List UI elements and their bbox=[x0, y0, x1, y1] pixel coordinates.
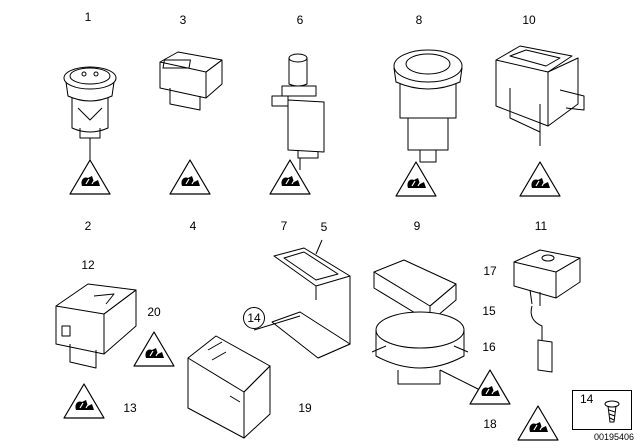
legend-box bbox=[572, 390, 632, 430]
part-label-7: 7 bbox=[280, 219, 288, 233]
part-19-angled-switch bbox=[187, 335, 271, 439]
warning-triangle-3 bbox=[169, 159, 211, 195]
part-label-6: 6 bbox=[296, 13, 304, 27]
part-6-plunger-switch bbox=[271, 53, 325, 159]
part-label-9: 9 bbox=[413, 219, 421, 233]
part-label-18: 18 bbox=[483, 417, 497, 431]
part-label-11: 11 bbox=[534, 219, 548, 233]
part-label-8: 8 bbox=[415, 13, 423, 27]
part-label-4: 4 bbox=[189, 219, 197, 233]
part-17-switch-with-cable bbox=[513, 249, 581, 373]
part-3-rect-switch bbox=[159, 51, 223, 111]
part-label-19: 19 bbox=[298, 401, 312, 415]
part-9-rotary-switch bbox=[371, 259, 469, 385]
warning-triangle-13 bbox=[63, 383, 105, 419]
part-1-round-connector bbox=[63, 66, 117, 139]
part-10-box-switch bbox=[495, 45, 585, 146]
warning-triangle-18 bbox=[517, 405, 559, 441]
document-number: 00195406 bbox=[593, 432, 634, 442]
part-8-round-push-switch bbox=[393, 49, 463, 163]
part-label-10: 10 bbox=[522, 13, 536, 27]
part-label-5: 5 bbox=[320, 220, 328, 234]
part-label-16: 16 bbox=[482, 340, 496, 354]
warning-triangle-8 bbox=[395, 161, 437, 197]
part-label-3: 3 bbox=[179, 13, 187, 27]
warning-triangle-16 bbox=[469, 369, 511, 405]
leader-16 bbox=[439, 369, 481, 391]
part-5-bracket bbox=[271, 239, 351, 359]
legend-number: 14 bbox=[580, 392, 594, 406]
part-label-1: 1 bbox=[84, 10, 92, 24]
part-label-17: 17 bbox=[483, 264, 497, 278]
part-label-13: 13 bbox=[123, 401, 137, 415]
part-label-14-circled: 14 bbox=[243, 307, 265, 329]
warning-triangle-6 bbox=[269, 159, 311, 195]
leader-14 bbox=[253, 315, 301, 331]
warning-triangle-1 bbox=[69, 159, 111, 195]
warning-triangle-10 bbox=[519, 161, 561, 197]
part-label-20: 20 bbox=[147, 305, 161, 319]
part-label-2: 2 bbox=[84, 219, 92, 233]
part-label-15: 15 bbox=[482, 304, 496, 318]
legend-screw-icon bbox=[604, 400, 620, 423]
warning-triangle-20 bbox=[133, 331, 175, 367]
part-label-12: 12 bbox=[81, 258, 95, 272]
part-12-switch-module bbox=[55, 283, 137, 369]
